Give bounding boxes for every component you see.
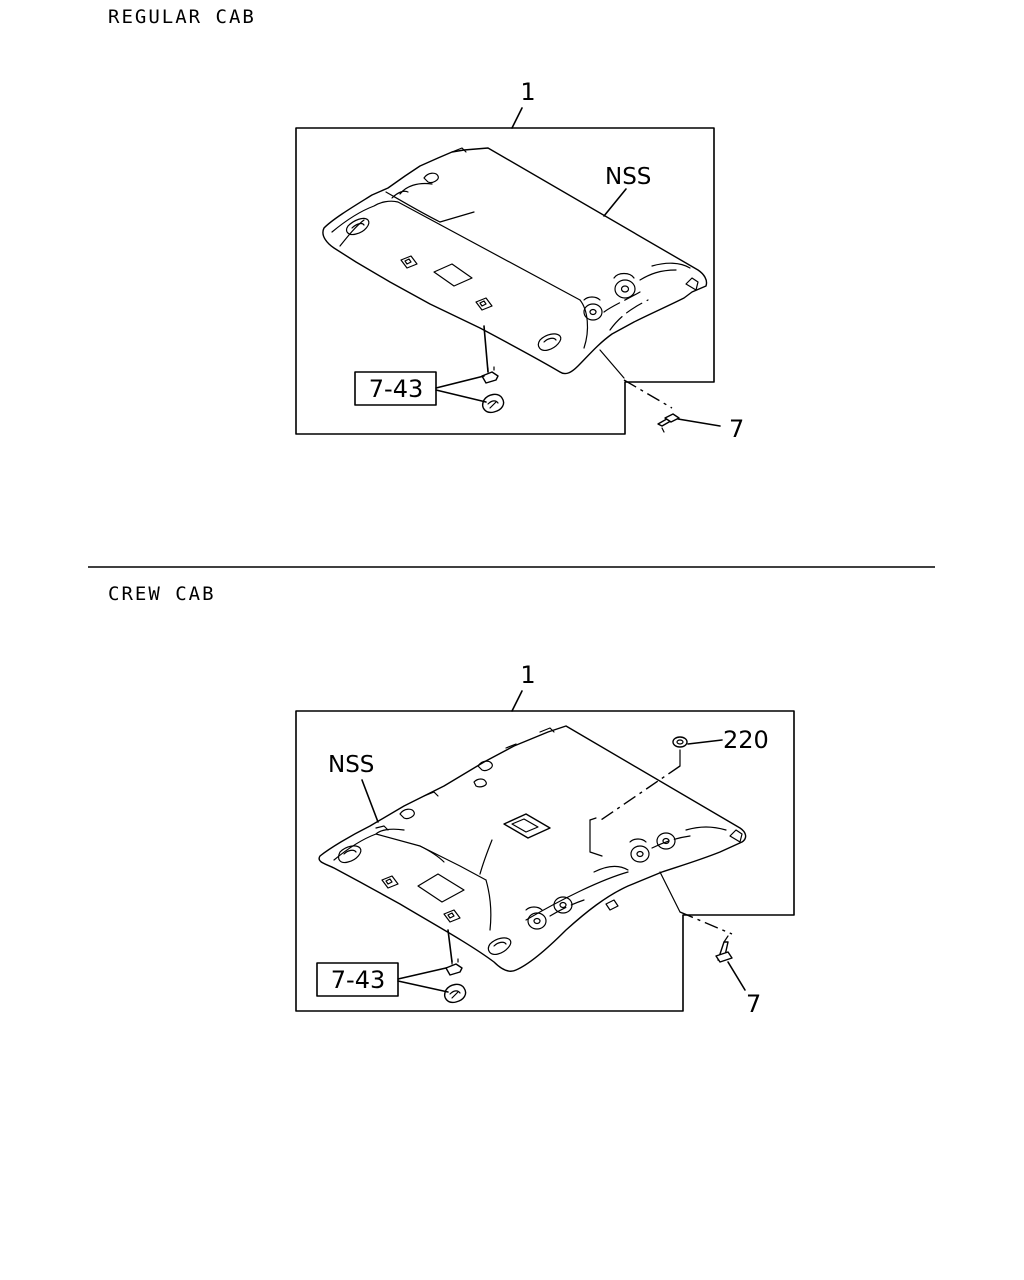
section-title-crew-cab: CREW CAB [108, 583, 216, 605]
assembly-frame [295, 710, 795, 1012]
screw-icon [715, 935, 733, 963]
callout-grommet: 220 [723, 726, 769, 754]
grommet-icon [672, 736, 688, 748]
leader-line [599, 349, 625, 379]
leader-line [397, 980, 449, 993]
callout-screw: 7 [746, 990, 761, 1018]
leader-line [687, 739, 723, 745]
leader-line [435, 375, 485, 389]
crew-cab-section: CREW CAB 1 [108, 583, 795, 1018]
leader-line [483, 325, 489, 373]
leader-line [511, 107, 523, 129]
callout-nss: NSS [605, 164, 651, 190]
leader-line [677, 418, 721, 427]
headliner-panel [318, 725, 747, 972]
dashed-guide-line [679, 911, 733, 935]
callout-nss: NSS [328, 752, 374, 778]
leader-line [727, 961, 746, 991]
leader-line [511, 690, 523, 712]
dashed-guide-line [597, 765, 681, 823]
leader-line [435, 389, 487, 403]
callout-assembly-number: 1 [520, 661, 535, 689]
clip-nut-icon [444, 983, 467, 1004]
screw-icon [657, 413, 680, 433]
clip-icon [481, 366, 499, 384]
leader-line [397, 967, 447, 980]
leader-line [659, 871, 681, 913]
callout-assembly-number: 1 [520, 78, 535, 106]
section-title-regular-cab: REGULAR CAB [108, 6, 256, 28]
callout-clip-reference: 7-43 [331, 966, 385, 994]
leader-line [447, 929, 453, 963]
assembly-frame [295, 127, 715, 435]
headliner-panel [322, 147, 708, 375]
regular-cab-section: REGULAR CAB 1 [108, 6, 744, 443]
clip-icon [445, 958, 463, 976]
dashed-guide-line [623, 379, 673, 409]
callout-screw: 7 [729, 415, 744, 443]
leader-line [603, 188, 627, 217]
callout-clip-reference: 7-43 [369, 375, 423, 403]
leader-line [361, 779, 379, 823]
clip-nut-icon [482, 393, 505, 414]
